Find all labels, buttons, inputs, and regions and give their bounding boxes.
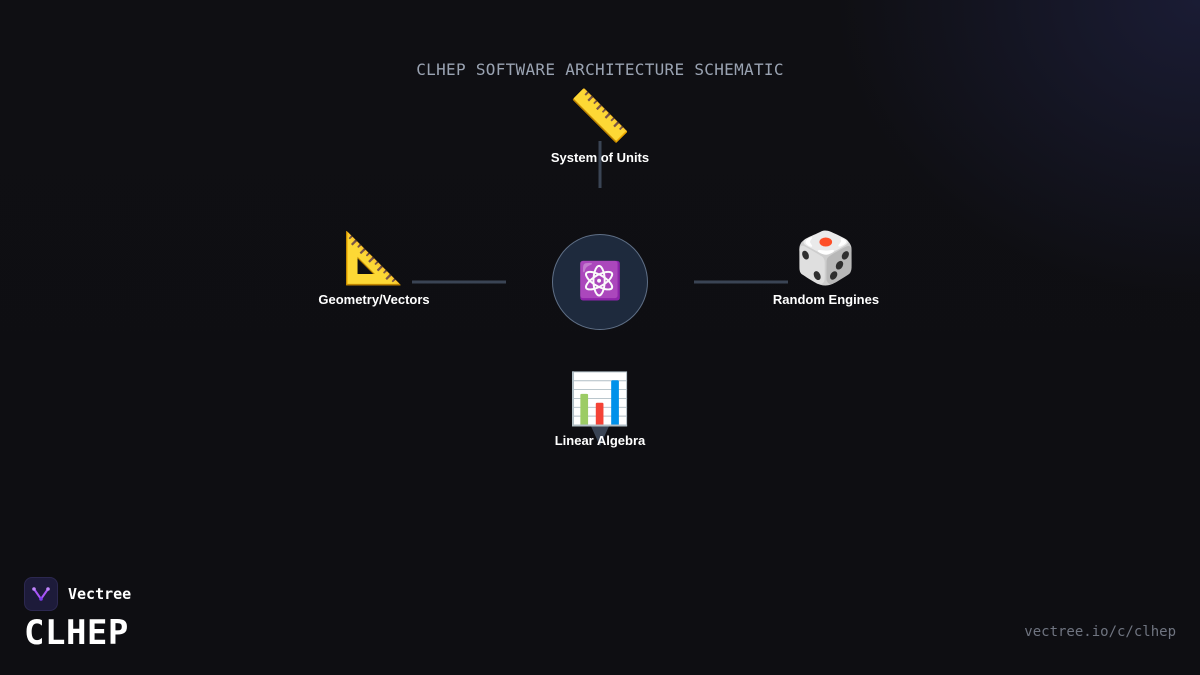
node-linear-algebra: 📊 Linear Algebra	[500, 371, 700, 448]
footer-url[interactable]: vectree.io/c/clhep	[1024, 624, 1176, 640]
brand-name: Vectree	[68, 585, 132, 603]
node-geometry-vectors: 📐 Geometry/Vectors	[274, 230, 474, 307]
vectree-logo-icon	[24, 577, 58, 611]
node-label-units: System of Units	[550, 150, 650, 165]
brand-block: Vectree CLHEP	[24, 577, 131, 653]
dice-icon: 🎲	[794, 229, 858, 287]
diagram-title: CLHEP SOFTWARE ARCHITECTURE SCHEMATIC	[416, 60, 784, 79]
node-label-geometry: Geometry/Vectors	[318, 292, 430, 307]
arrow-linear	[590, 424, 610, 446]
ruler-icon: 📏	[568, 87, 632, 145]
triangular-ruler-icon: 📐	[342, 229, 406, 287]
node-label-random: Random Engines	[772, 292, 880, 307]
bar-chart-icon: 📊	[568, 370, 632, 428]
core-hub: ⚛️	[552, 234, 648, 330]
node-random-engines: 🎲 Random Engines	[726, 230, 926, 307]
node-system-of-units: 📏 System of Units	[500, 88, 700, 165]
product-name: CLHEP	[24, 613, 129, 653]
atom-icon: ⚛️	[577, 261, 623, 302]
node-label-linear: Linear Algebra	[554, 433, 646, 448]
